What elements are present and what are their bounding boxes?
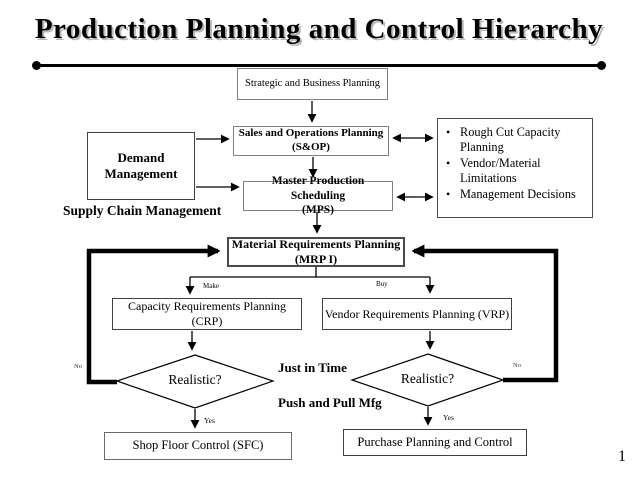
bullet-icon: • xyxy=(446,156,451,170)
supply-chain-management-label: Supply Chain Management xyxy=(63,203,222,218)
material-requirements-planning-box: Material Requirements Planning (MRP I) xyxy=(227,237,405,267)
sfc-label: Shop Floor Control (SFC) xyxy=(132,438,264,453)
note-item-management-decisions: • Management Decisions xyxy=(446,187,588,202)
no-label-right: No xyxy=(513,362,521,369)
decision-diamonds xyxy=(115,353,505,409)
note-item-vendor-material: • Vendor/Material Limitations xyxy=(446,156,588,186)
purchase-label: Purchase Planning and Control xyxy=(357,434,513,449)
mps-label-line1: Master Production Scheduling xyxy=(271,175,365,202)
note-item-rough-cut: • Rough Cut Capacity Planning xyxy=(446,125,588,155)
buy-branch-label: Buy xyxy=(376,280,388,288)
flow-arrows xyxy=(185,101,435,429)
just-in-time-label: Just in Time xyxy=(278,360,347,375)
no-label-left: No xyxy=(74,363,82,370)
divider-dot-left xyxy=(32,61,41,70)
demand-management-box: Demand Management xyxy=(87,132,195,200)
feedback-loops xyxy=(86,244,559,385)
sales-operations-planning-box: Sales and Operations Planning (S&OP) xyxy=(233,126,389,156)
bullet-icon: • xyxy=(446,125,451,139)
title-divider-line xyxy=(36,64,602,67)
note-text: Management Decisions xyxy=(460,187,576,201)
slide-title: Production Planning and Control Hierarch… xyxy=(34,13,604,45)
feedback-left-to-mrp xyxy=(86,244,221,385)
mrp-label-line2: (MRP I) xyxy=(294,252,338,266)
purchase-planning-control-box: Purchase Planning and Control xyxy=(343,429,527,456)
crp-label: Capacity Requirements Planning (CRP) xyxy=(128,299,286,328)
note-text: Rough Cut Capacity Planning xyxy=(460,125,561,154)
decision-diamond-right xyxy=(350,353,505,407)
vrp-label: Vendor Requirements Planning (VRP) xyxy=(324,306,510,321)
demand-label-line1: Demand xyxy=(117,149,165,165)
feedback-right-to-mrp xyxy=(411,244,559,383)
shop-floor-control-box: Shop Floor Control (SFC) xyxy=(104,432,292,460)
sop-label-line2: (S&OP) xyxy=(292,141,330,153)
capacity-requirements-planning-box: Capacity Requirements Planning (CRP) xyxy=(112,298,302,330)
decision-label-right: Realistic? xyxy=(400,371,455,386)
bullet-icon: • xyxy=(446,187,451,201)
decision-diamond-left xyxy=(115,354,275,409)
branch-split-line xyxy=(190,267,430,278)
yes-label-right: Yes xyxy=(443,413,454,422)
note-text: Vendor/Material Limitations xyxy=(460,156,541,185)
yes-label-left: Yes xyxy=(204,416,215,425)
decision-label-left: Realistic? xyxy=(168,372,222,387)
push-pull-mfg-label: Push and Pull Mfg xyxy=(278,395,382,410)
master-production-scheduling-box: Master Production Scheduling (MPS) xyxy=(243,175,393,216)
divider-dot-right xyxy=(597,61,606,70)
side-notes-box: • Rough Cut Capacity Planning • Vendor/M… xyxy=(437,118,593,218)
vendor-requirements-planning-box: Vendor Requirements Planning (VRP) xyxy=(322,298,512,330)
strategic-planning-box: Strategic and Business Planning xyxy=(237,68,388,100)
mrp-label-line1: Material Requirements Planning xyxy=(231,237,401,251)
mps-label-line2: (MPS) xyxy=(302,204,334,217)
make-branch-label: Make xyxy=(203,282,219,290)
strategic-planning-label: Strategic and Business Planning xyxy=(244,78,381,90)
demand-label-line2: Management xyxy=(104,166,178,181)
page-number: 1 xyxy=(618,448,626,465)
sop-label-line1: Sales and Operations Planning xyxy=(238,127,384,140)
